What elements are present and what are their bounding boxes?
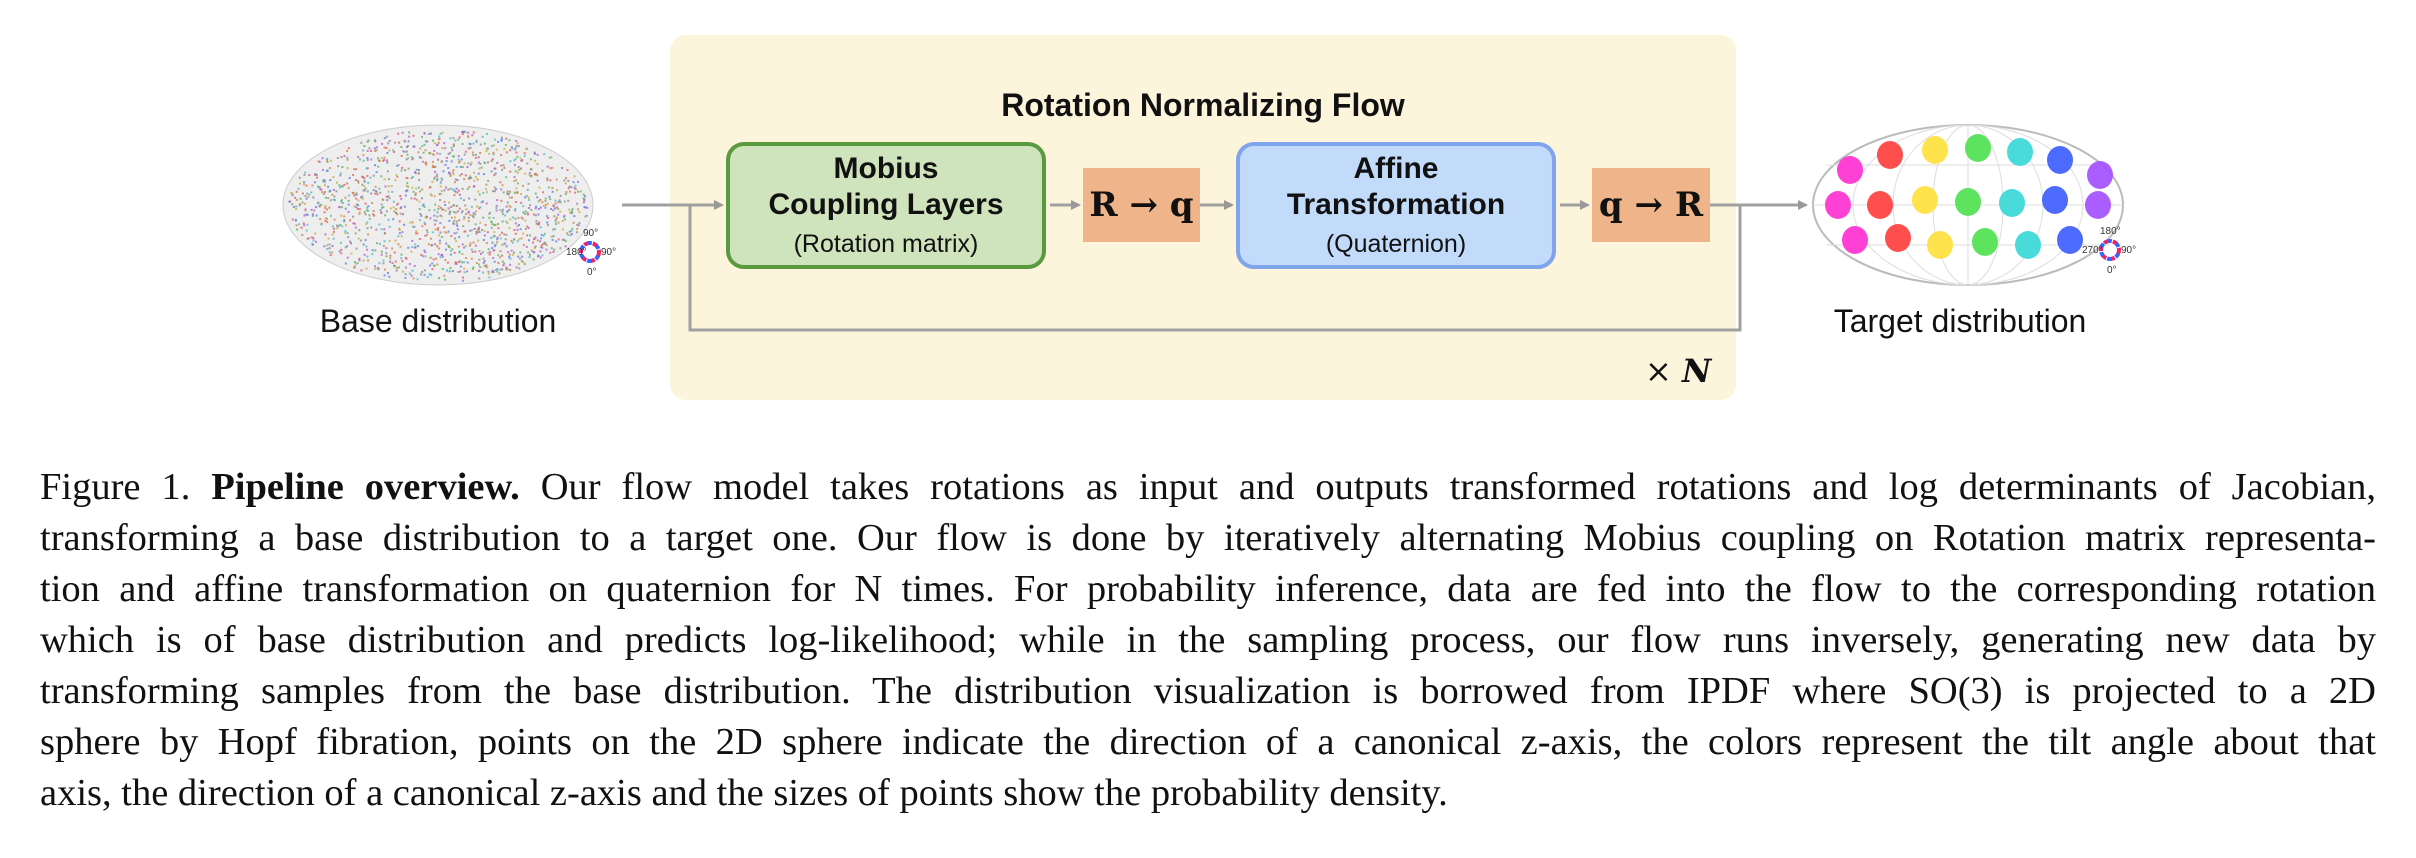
affine-subtitle: (Quaternion) bbox=[1325, 229, 1467, 258]
base-distribution-label: Base distribution bbox=[319, 303, 557, 339]
svg-text:0°: 0° bbox=[587, 267, 597, 278]
caption-line-1: Figure 1. Pipeline overview. Our flow mo… bbox=[40, 466, 2376, 508]
svg-text:90°: 90° bbox=[583, 228, 598, 239]
density-blob bbox=[1955, 188, 1981, 216]
flow-panel-title: Rotation Normalizing Flow bbox=[1001, 87, 1405, 123]
repeat-count: × N bbox=[1645, 352, 1712, 390]
density-blob bbox=[2057, 226, 2083, 254]
figure-caption: Figure 1. Pipeline overview. Our flow mo… bbox=[40, 462, 2376, 819]
mobius-subtitle: (Rotation matrix) bbox=[793, 229, 979, 258]
density-blob bbox=[2085, 191, 2111, 219]
mobius-title-line2: Coupling Layers bbox=[768, 187, 1004, 221]
density-blob bbox=[2047, 146, 2073, 174]
density-blob bbox=[1922, 136, 1948, 164]
base-distribution-sphere bbox=[282, 124, 594, 286]
mobius-title-line1: Mobius bbox=[833, 151, 939, 185]
caption-label: Figure 1. bbox=[40, 466, 191, 508]
density-blob bbox=[1877, 141, 1903, 169]
density-blob bbox=[2042, 186, 2068, 214]
loop-back-line bbox=[688, 205, 1742, 332]
density-blob bbox=[2007, 138, 2033, 166]
caption-line-5: transforming samples from the base distr… bbox=[40, 670, 2376, 712]
caption-line-6: sphere by Hopf fibration, points on the … bbox=[40, 721, 2376, 763]
density-blob bbox=[1912, 186, 1938, 214]
density-blob bbox=[2087, 161, 2113, 189]
density-blob bbox=[1825, 191, 1851, 219]
flow-arrows: 90° 180° 90° 0° 180° 270° 90° 0° bbox=[282, 124, 2136, 332]
mobius-coupling-block: Mobius Coupling Layers (Rotation matrix) bbox=[726, 142, 1046, 269]
density-blob bbox=[1927, 231, 1953, 259]
density-blob bbox=[1885, 224, 1911, 252]
pipeline-figure: Rotation Normalizing Flow bbox=[0, 0, 2416, 420]
r-to-q-block: R → q bbox=[1083, 168, 1200, 242]
caption-line-3: tion and affine transformation on quater… bbox=[40, 568, 2376, 610]
caption-line-2: transforming a base distribution to a ta… bbox=[40, 517, 2376, 559]
density-blob bbox=[1867, 191, 1893, 219]
svg-text:90°: 90° bbox=[2121, 245, 2136, 256]
density-blob bbox=[1972, 228, 1998, 256]
svg-text:90°: 90° bbox=[601, 247, 616, 258]
density-blob bbox=[1842, 226, 1868, 254]
affine-transformation-block: Affine Transformation (Quaternion) bbox=[1236, 142, 1556, 269]
svg-text:180°: 180° bbox=[566, 247, 587, 258]
density-blob bbox=[1965, 134, 1991, 162]
target-color-wheel: 180° 270° 90° 0° bbox=[2082, 226, 2136, 276]
svg-text:0°: 0° bbox=[2107, 265, 2117, 276]
svg-text:270°: 270° bbox=[2082, 245, 2103, 256]
caption-line-7: axis, the direction of a canonical z-axi… bbox=[40, 772, 1448, 814]
caption-title: Pipeline overview. bbox=[211, 466, 520, 508]
caption-line-4: which is of base distribution and predic… bbox=[40, 619, 2376, 661]
target-distribution-label: Target distribution bbox=[1833, 303, 2087, 339]
q-to-r-block: q → R bbox=[1592, 168, 1710, 242]
density-blob bbox=[1999, 189, 2025, 217]
affine-title-line2: Transformation bbox=[1286, 187, 1506, 221]
density-blob bbox=[2015, 231, 2041, 259]
base-color-wheel: 90° 180° 90° 0° bbox=[566, 228, 616, 278]
density-blob bbox=[1837, 156, 1863, 184]
svg-text:180°: 180° bbox=[2100, 226, 2121, 237]
target-distribution-sphere bbox=[1812, 124, 2124, 286]
affine-title-line1: Affine bbox=[1353, 151, 1439, 185]
